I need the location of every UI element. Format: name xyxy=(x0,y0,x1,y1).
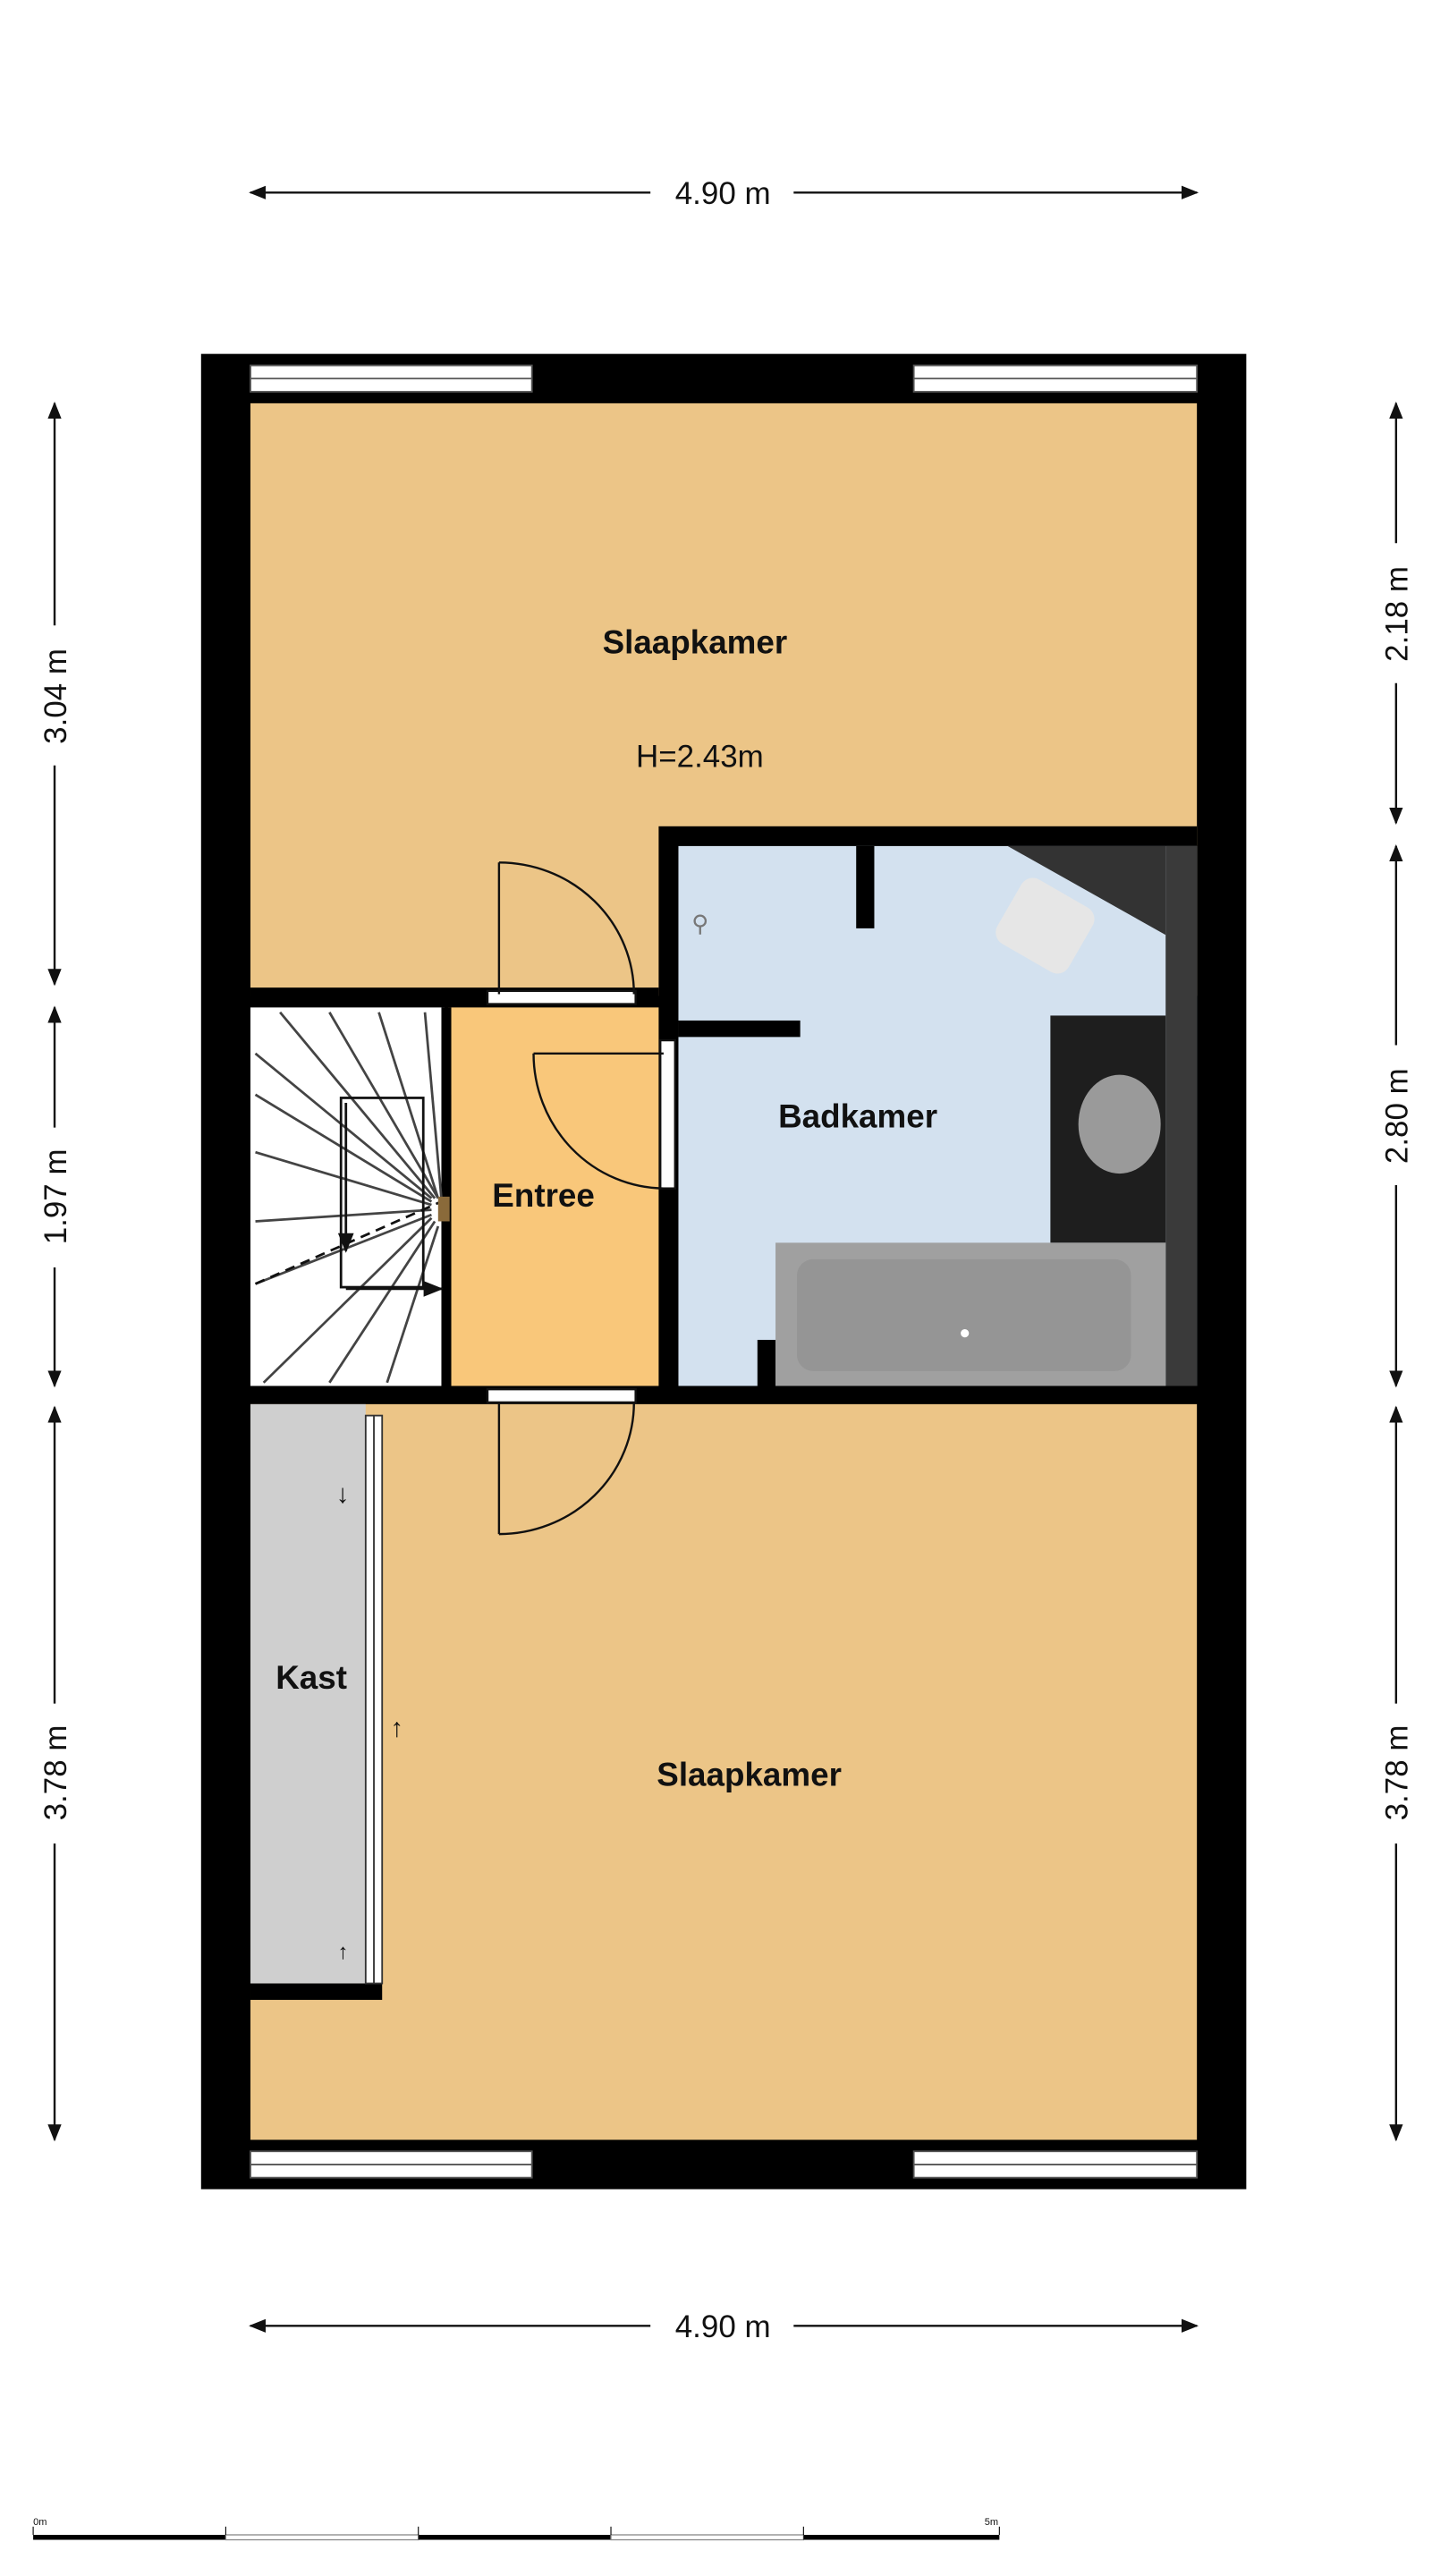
toilet-icon xyxy=(996,877,1095,974)
bath-partition xyxy=(678,1020,801,1038)
entrance-floor xyxy=(447,1007,659,1386)
slide-arrow-icon: ↑ xyxy=(338,1941,349,1964)
dimension-left: 3.78 m xyxy=(38,1725,73,1821)
dimension-left: 3.04 m xyxy=(38,648,73,744)
room-label-closet: Kast xyxy=(275,1659,347,1696)
stair-area xyxy=(250,1007,445,1386)
dimension-right: 2.18 m xyxy=(1380,566,1415,662)
dimension-top-width: 4.90 m xyxy=(675,176,771,211)
room-label-top-bedroom: Slaapkamer xyxy=(603,624,788,661)
sink-icon xyxy=(1078,1074,1161,1174)
dimension-bottom-width: 4.90 m xyxy=(675,2309,771,2344)
slide-arrow-icon: ↓ xyxy=(336,1480,350,1509)
room-label-entrance: Entree xyxy=(492,1177,595,1214)
scale-end: 5m xyxy=(985,2517,998,2528)
ceiling-height: H=2.43m xyxy=(636,740,764,775)
slide-arrow-icon: ↑ xyxy=(390,1714,403,1742)
scale-start: 0m xyxy=(33,2517,47,2528)
shower-icon: ⚲ xyxy=(691,911,708,937)
closet-floor xyxy=(250,1403,366,1984)
bath-partition xyxy=(856,845,875,928)
room-label-bottom-bedroom: Slaapkamer xyxy=(657,1757,842,1793)
wall xyxy=(250,1385,1198,1404)
closet-wall xyxy=(250,1983,383,2000)
bottom-bedroom-floor xyxy=(250,1403,1198,2140)
dimension-right: 2.80 m xyxy=(1380,1068,1415,1164)
door xyxy=(486,861,676,1536)
stairs-icon xyxy=(254,1011,444,1384)
scale-bar: 0m 5m xyxy=(32,2517,1000,2541)
dimension-right: 3.78 m xyxy=(1380,1725,1415,1821)
window xyxy=(250,364,1199,2179)
dimension-left: 1.97 m xyxy=(38,1148,73,1244)
bath-side-panel xyxy=(1165,845,1198,1386)
room-label-bathroom: Badkamer xyxy=(778,1098,937,1135)
bath-partition xyxy=(757,1339,776,1386)
toilet-box xyxy=(1007,845,1166,936)
